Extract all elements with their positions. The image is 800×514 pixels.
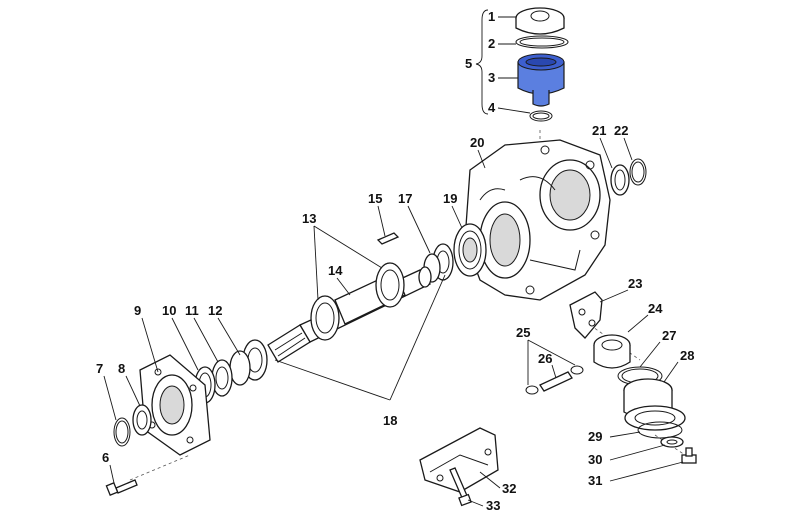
part-8-oil-seal: [132, 404, 152, 436]
callout-22: 22: [614, 123, 628, 138]
part-14-pinion-shaft: [267, 262, 432, 363]
part-4-o-ring: [529, 110, 553, 122]
part-31-bolt: [681, 447, 697, 464]
callout-27: 27: [662, 328, 676, 343]
part-21-oil-seal: [610, 164, 630, 196]
part-32-mounting-bracket: [419, 427, 499, 493]
callout-5: 5: [465, 56, 472, 71]
part-22-circlip: [629, 158, 647, 186]
callout-labels: 1 2 3 4 5 20 21 22 19 17 15 13 14 18 12 …: [96, 9, 694, 513]
part-7-circlip: [113, 417, 131, 447]
callout-21: 21: [592, 123, 606, 138]
callout-12: 12: [208, 303, 222, 318]
callout-29: 29: [588, 429, 602, 444]
callout-1: 1: [488, 9, 495, 24]
callout-33: 33: [486, 498, 500, 513]
callout-31: 31: [588, 473, 602, 488]
callout-24: 24: [648, 301, 663, 316]
part-29-gasket: [637, 421, 683, 439]
callout-11: 11: [185, 303, 199, 318]
callout-20: 20: [470, 135, 484, 150]
part-12-bearing: [229, 339, 268, 386]
part-24-bushing: [593, 334, 631, 369]
callout-25: 25: [516, 325, 530, 340]
callout-3: 3: [488, 70, 495, 85]
callout-26: 26: [538, 351, 552, 366]
callout-8: 8: [118, 361, 125, 376]
part-6-bolt: [105, 479, 138, 496]
callout-30: 30: [588, 452, 602, 467]
callout-6: 6: [102, 450, 109, 465]
callout-13: 13: [302, 211, 316, 226]
callout-10: 10: [162, 303, 176, 318]
part-19-bearing: [453, 223, 487, 277]
callout-28: 28: [680, 348, 694, 363]
callout-7: 7: [96, 361, 103, 376]
part-28-cup: [623, 378, 686, 431]
callout-4: 4: [488, 100, 496, 115]
stamped-text-mark-icon: [530, 10, 550, 22]
part-30-washer: [660, 436, 684, 448]
part-26-pin: [539, 371, 573, 392]
part-33-bolt: [449, 467, 472, 507]
callout-14: 14: [328, 263, 343, 278]
callout-23: 23: [628, 276, 642, 291]
callout-9: 9: [134, 303, 141, 318]
part-25-circlip: [525, 365, 584, 395]
callout-19: 19: [443, 191, 457, 206]
part-23-bracket: [569, 291, 603, 339]
callout-2: 2: [488, 36, 495, 51]
bracket-group-5: [475, 9, 489, 115]
callout-15: 15: [368, 191, 382, 206]
part-15-key: [376, 232, 400, 245]
callout-18: 18: [383, 413, 397, 428]
callout-17: 17: [398, 191, 412, 206]
part-20-gearbox-housing: [464, 139, 611, 301]
callout-32: 32: [502, 481, 516, 496]
part-1-filler-cap: [515, 7, 565, 35]
part-3-filter-basket: [517, 53, 565, 107]
part-2-cap-seal: [515, 35, 569, 49]
leader-lines: [103, 16, 684, 507]
